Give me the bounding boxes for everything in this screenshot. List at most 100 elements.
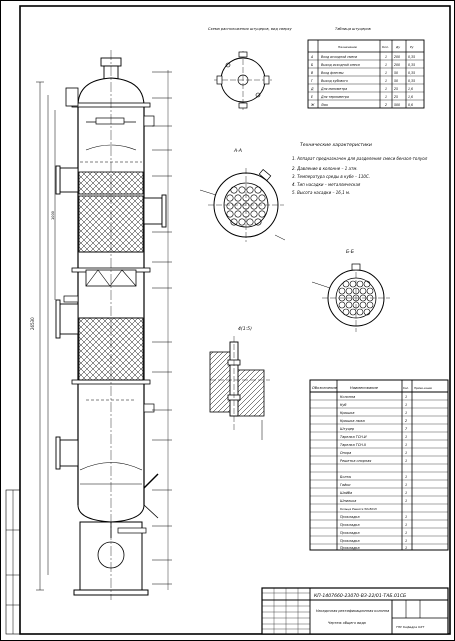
detail-label: 4(1:5) <box>238 326 252 332</box>
tech-item: 5. Высота насадки – 16,1 м. <box>292 190 350 195</box>
nozzle-dn: 200 <box>394 63 400 67</box>
tech-item: 4. Тип насадки – металлическая <box>292 182 361 187</box>
spec-item-name: Прокладка <box>340 523 360 527</box>
spec-item-name: Кольца Рашига 50х50х5 <box>340 507 377 511</box>
nozzle-qty: 1 <box>385 79 387 83</box>
spec-item-name: Прокладка <box>340 546 360 550</box>
spec-rows: Колонна 1 Куб 1 Крышка 1 Крышка люка 2 Ш… <box>340 395 408 550</box>
nozzle-id: Е <box>311 95 313 99</box>
nozzle-th-dn: Ду <box>395 45 400 49</box>
spec-table <box>309 379 449 551</box>
sheet-inner-frame <box>19 5 451 635</box>
title-block <box>261 587 449 635</box>
spec-item-name: Куб <box>340 403 347 407</box>
nozzle-pn: 1,6 <box>408 87 413 91</box>
spec-item-name: Тарелка ТСН-И <box>340 435 367 439</box>
nozzle-qty: 1 <box>385 55 387 59</box>
nozzle-qty: 1 <box>385 71 387 75</box>
nozzle-id: Д <box>310 87 314 91</box>
spec-item-name: Гайки <box>340 483 351 487</box>
spec-item-qty: 1 <box>405 483 407 487</box>
spec-th-name: Наименование <box>350 386 379 390</box>
nozzle-scheme-title: Схема расположения штуцеров, вид сверху <box>208 27 293 31</box>
nozzle-id: Г <box>311 79 313 83</box>
spec-item-name: Штуцер <box>340 427 354 431</box>
spec-item-name: Колонна <box>340 395 355 399</box>
spec-item-qty: 7 <box>405 427 408 431</box>
nozzle-id: В <box>311 71 313 75</box>
nozzle-pn: 0,35 <box>408 71 415 75</box>
tech-item: 1. Аппарат предназначен для разделения с… <box>292 156 428 161</box>
nozzle-dn: 25 <box>394 87 398 91</box>
nozzle-name: Вход флегмы <box>321 71 344 75</box>
dimension-height: 26530 <box>30 317 35 330</box>
spec-item-qty: 2 <box>405 419 407 423</box>
spec-item-name: Прокладка <box>340 515 360 519</box>
spec-item-name: Шпилька <box>340 499 356 503</box>
spec-th-qty: Кол. <box>403 386 409 390</box>
nozzle-table-rows: А Вход исходной смеси 1 200 0,35 Б Выход… <box>310 55 415 107</box>
nozzle-pn: 0,35 <box>408 79 415 83</box>
nozzle-name: Выход кубового <box>321 79 348 83</box>
nozzle-pn: 1,6 <box>408 95 413 99</box>
nozzle-name: Для термометра <box>320 95 349 99</box>
dimension-small: 1000 <box>51 211 55 220</box>
nozzle-dn: 50 <box>394 71 398 75</box>
nozzle-qty: 2 <box>385 103 387 107</box>
spec-item-name: Прокладка <box>340 539 360 543</box>
spec-item-qty: 1 <box>405 491 407 495</box>
nozzle-th-qty: Кол. <box>382 45 389 49</box>
stamp-doc: Чертеж общего вида <box>328 621 366 625</box>
spec-item-name: Тарелка ТСН-II <box>340 443 366 447</box>
spec-item-qty: 1 <box>405 443 407 447</box>
spec-item-name: Болты <box>340 475 352 479</box>
spec-item-qty: 1 <box>405 539 407 543</box>
spec-item-qty: 1 <box>405 459 407 463</box>
nozzle-pn: 0,6 <box>408 103 413 107</box>
nozzle-th-name: Назначение <box>338 45 357 49</box>
column-main-view <box>36 50 172 600</box>
spec-item-name: Крышка люка <box>340 419 365 423</box>
spec-item-qty: 1 <box>405 546 407 550</box>
nozzle-table-title: Таблица штуцеров <box>335 27 371 31</box>
spec-item-name: Шайба <box>340 491 352 495</box>
nozzle-id: А <box>310 55 313 59</box>
nozzle-dn: 50 <box>394 79 398 83</box>
nozzle-scheme-top-view <box>214 51 272 110</box>
spec-item-qty: 1 <box>405 411 407 415</box>
spec-item-name: Решетка опорная <box>340 459 371 463</box>
spec-item-qty: 1 <box>405 403 407 407</box>
spec-item-qty: 1 <box>405 531 407 535</box>
spec-item-qty: 1 <box>405 475 407 479</box>
detail-view <box>209 336 270 440</box>
section-b-view <box>311 263 390 332</box>
spec-th-designation: Обозначение <box>312 386 338 390</box>
nozzle-dn: 200 <box>394 55 400 59</box>
nozzle-qty: 1 <box>385 95 387 99</box>
spec-item-name: Прокладка <box>340 531 360 535</box>
nozzle-pn: 0,35 <box>408 63 415 67</box>
tech-title: Технические характеристики <box>300 142 372 148</box>
tech-item: 3. Температура среды в кубе – 110С. <box>292 174 370 179</box>
nozzle-qty: 1 <box>385 87 387 91</box>
spec-item-qty: 1 <box>405 499 407 503</box>
spec-item-qty: 1 <box>405 395 407 399</box>
nozzle-id: Б <box>311 63 314 67</box>
spec-item-qty: 1 <box>405 523 407 527</box>
stamp-org: ТПУ Кафедра ОХТ <box>396 625 425 629</box>
spec-item-qty: 1 <box>405 515 407 519</box>
nozzle-name: Вход исходной смеси <box>321 55 357 59</box>
tech-list: 1. Аппарат предназначен для разделения с… <box>292 156 428 195</box>
stamp-code: КП-1407660-23070-ВЗ-22/01-ТАБ.01СБ <box>314 593 406 599</box>
nozzle-th-pn: Ру <box>410 45 414 49</box>
nozzle-table <box>307 39 425 109</box>
section-a-view <box>199 168 286 242</box>
nozzle-pn: 0,35 <box>408 55 415 59</box>
section-b-label: Б-Б <box>346 249 354 255</box>
spec-item-name: Крышка <box>340 411 354 415</box>
spec-item-name: Опора <box>340 451 351 455</box>
nozzle-dn: 25 <box>394 95 398 99</box>
spec-th-note: Приме-чание <box>414 386 432 390</box>
nozzle-qty: 1 <box>385 63 387 67</box>
